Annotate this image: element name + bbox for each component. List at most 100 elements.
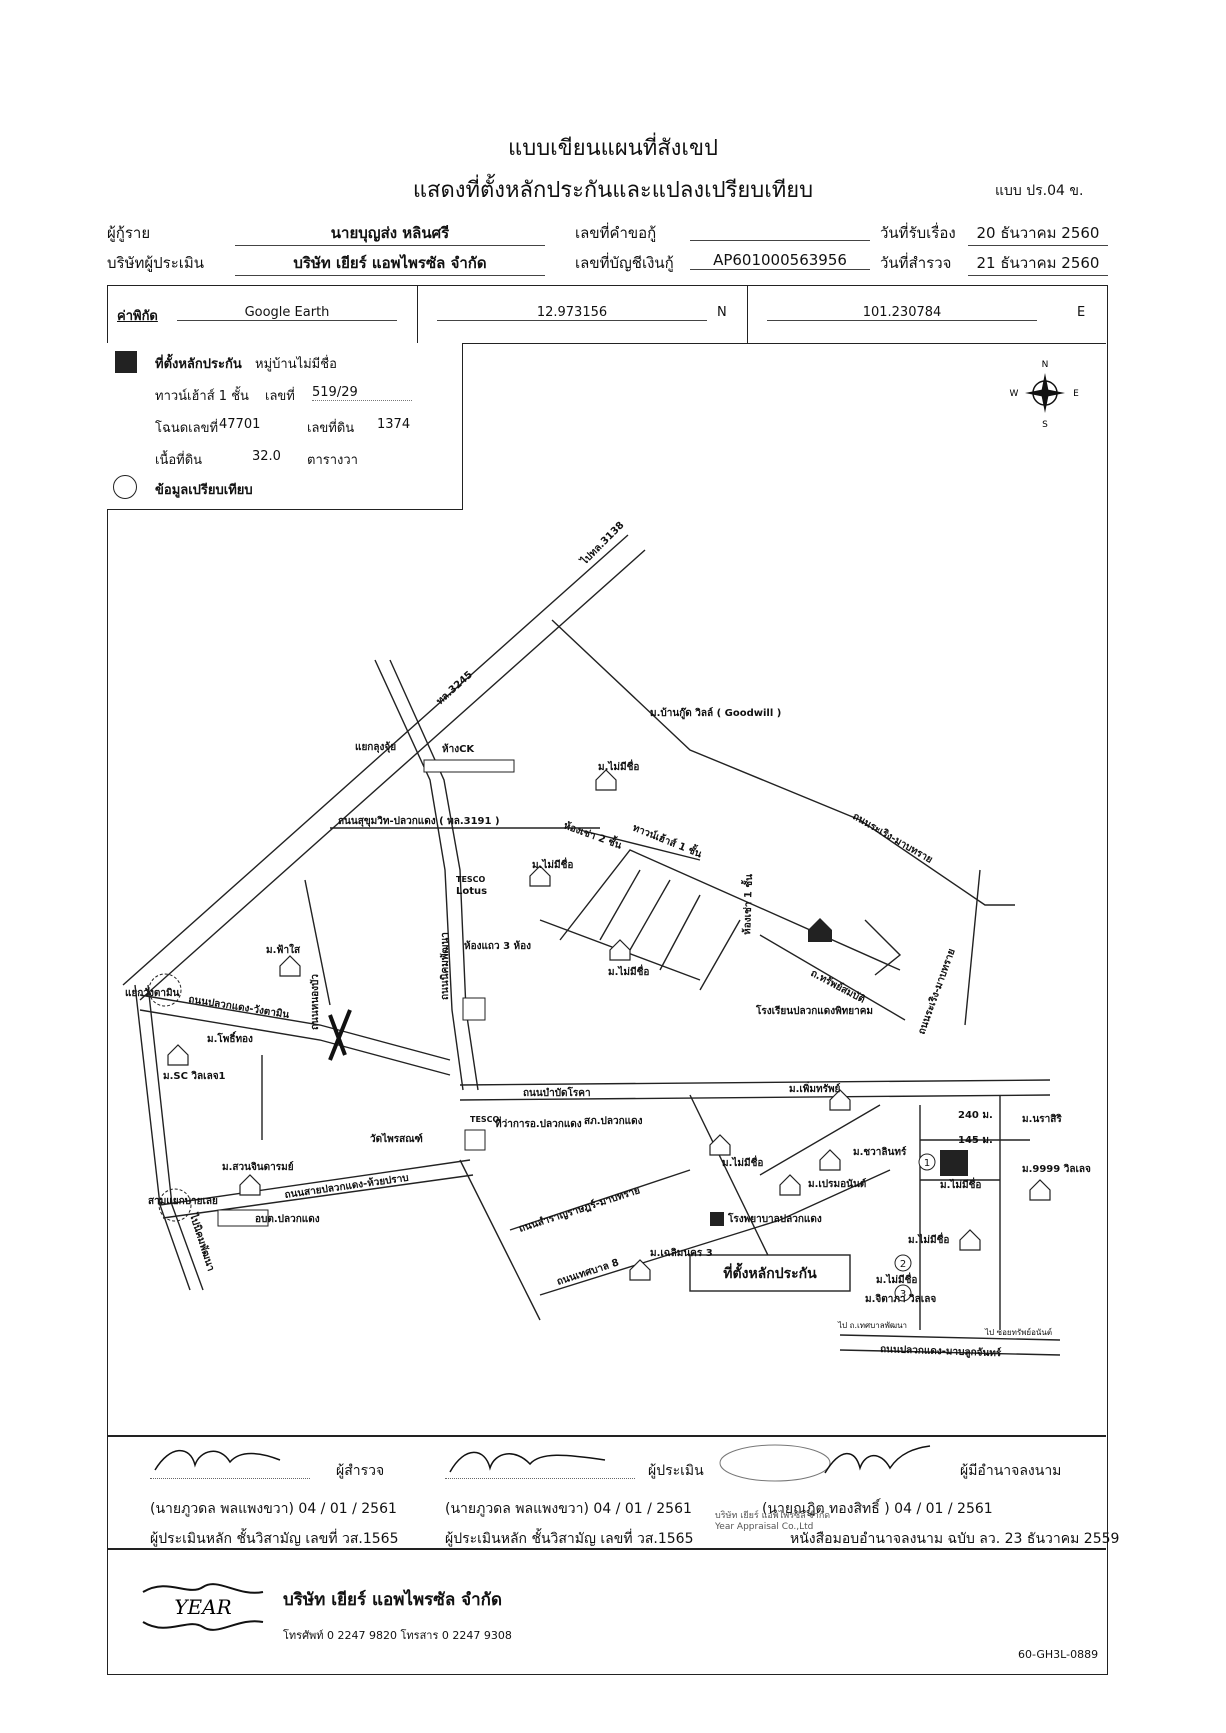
house-icon (529, 865, 551, 887)
street-block-3 (599, 869, 641, 941)
survey-date-value: 21 ธันวาคม 2560 (968, 251, 1108, 276)
road-tesaban8 (539, 1169, 891, 1296)
street-block-6 (699, 919, 741, 991)
label-mai-mee-cheu-5: ม.ไม่มีชื่อ (940, 1177, 981, 1191)
legend-box: ที่ตั้งหลักประกัน หมู่บ้านไม่มีชื่อ ทาวน… (107, 343, 463, 510)
label-goodwill: ม.บ้านกู๊ด วิลล์ ( Goodwill ) (650, 707, 781, 720)
label-lotus: Lotus (456, 886, 487, 897)
road-permsap (689, 1094, 781, 1281)
deed-label: โฉนดเลขที่ (155, 421, 219, 436)
house-icon (609, 939, 631, 961)
road-pluak-wang-edge (139, 1009, 451, 1076)
government-icon (462, 997, 486, 1021)
road-huai-prab-edge (162, 1174, 474, 1219)
compass-s: S (1042, 420, 1048, 430)
surveyor-name: (นายภูวดล พลแพงขวา) 04 / 01 / 2561 (150, 1501, 397, 1517)
area-unit: ตารางวา (307, 453, 358, 468)
loan-account-value: AP601000563956 (690, 251, 870, 270)
label-mai-mee-cheu-7: ม.ไม่มีชื่อ (876, 1272, 917, 1286)
comparison-label: ข้อมูลเปรียบเทียบ (155, 483, 253, 498)
road-3191 (374, 659, 464, 1091)
authorized-label: ผู้มีอำนาจลงนาม (960, 1463, 1062, 1479)
label-d240: 240 ม. (958, 1110, 993, 1121)
label-mai-mee-cheu-1: ม.ไม่มีชื่อ (598, 759, 639, 773)
house-icon (1029, 1179, 1051, 1201)
house-icon (279, 955, 301, 977)
label-preman: ม.เปรมอนันต์ (808, 1178, 866, 1190)
comparison-marker-1 (918, 1153, 936, 1171)
street-block-2 (579, 829, 701, 861)
house-no-label: เลขที่ (265, 389, 295, 404)
stamp-line-2: Year Appraisal Co.,Ltd (715, 1522, 814, 1532)
label-nikhom: ถนนนิคมพัฒนา (439, 932, 451, 1000)
surveyor-sign-line (150, 1478, 310, 1479)
label-sc-villa: ม.SC วิลเลจ1 (163, 1070, 226, 1082)
label-tesco: TESCO (456, 875, 486, 884)
label-townhouse-1: ทาวน์เฮ้าส์ 1 ชั้น (631, 820, 704, 861)
label-ma-rueng: ถนนระเริง-มาบทราย (851, 810, 935, 866)
collateral-callout-text: ที่ตั้งหลักประกัน (723, 1262, 817, 1282)
mall-ck-icon (423, 759, 515, 773)
document-title: แบบเขียนแผนที่สังเขป (508, 136, 718, 161)
label-mai-mee-cheu-4: ม.ไม่มีชื่อ (722, 1155, 763, 1169)
label-to-tesaban: ไป ถ.เทศบาลพัฒนา (837, 1321, 907, 1330)
latitude-cell: 12.973156 N (417, 285, 748, 343)
road-3245 (122, 534, 629, 986)
borrower-label: ผู้กู้ราย (107, 224, 151, 242)
longitude-value: 101.230784 (767, 305, 1037, 321)
compass-n: N (1042, 360, 1049, 370)
appraiser-signature (449, 1451, 606, 1473)
form-number: แบบ ปร.04 ข. (995, 183, 1084, 199)
label-to-soi: ไป ซอยทรัพย์อนันต์ (984, 1327, 1052, 1337)
logo-text: YEAR (174, 1595, 231, 1619)
label-jitapa: ม.จิตาภา วิลเลจ (865, 1293, 936, 1305)
label-rent-1: ห้องเช่า 1 ชั้น (739, 874, 755, 935)
house-icon (167, 1044, 189, 1066)
year-logo-icon: YEAR (142, 1583, 264, 1631)
street-block-5 (659, 894, 701, 971)
longitude-dir: E (1077, 305, 1086, 320)
authorized-name: (นายณฏิต ทองสิทธิ์ ) 04 / 01 / 2561 (762, 1501, 993, 1517)
label-sap-sombat: ถ.ทรัพย์สมบัติ (809, 967, 867, 1006)
obt-building-icon (217, 1209, 269, 1227)
label-road-3245: ทล.3245 (435, 669, 475, 707)
label-rent-2: ห้องเช่า 2 ชั้น (562, 818, 624, 852)
compass-e: E (1073, 389, 1079, 399)
compass-icon: N S W E (1010, 360, 1080, 430)
comparison-legend-icon (113, 475, 137, 499)
label-fa-sai: ม.ฟ้าใส (266, 943, 301, 956)
road-3245-edge (139, 549, 646, 1001)
compass-w: W (1010, 389, 1019, 399)
label-sukhumvit: ถนนสุขุมวิท-ปลวกแดง ( ทล.3191 ) (338, 815, 500, 827)
appraiser-company-label: บริษัทผู้ประเมิน (107, 254, 205, 272)
label-pho-thong: ม.โพธิ์ทอง (207, 1031, 253, 1045)
house-icon (595, 769, 617, 791)
area-label: เนื้อที่ดิน (155, 453, 203, 468)
latitude-value: 12.973156 (437, 305, 707, 321)
road-3191-edge (389, 659, 479, 1091)
house-icon (819, 1149, 841, 1171)
label-samrong: ถนนสำราญราษฎร์-มาบทราย (517, 1184, 641, 1235)
area-value: 32.0 (252, 449, 281, 464)
surveyor-signature (154, 1449, 281, 1471)
footer-contact: โทรศัพท์ 0 2247 9820 โทรสาร 0 2247 9308 (283, 1629, 512, 1642)
map-frame (107, 285, 1108, 1675)
land-no-label: เลขที่ดิน (307, 421, 355, 436)
seven-eleven-icon (464, 1129, 486, 1151)
label-mai-mee-cheu-6: ม.ไม่มีชื่อ (908, 1232, 949, 1246)
road-pluak-wang (139, 994, 451, 1061)
doc-code: 60-GH3L-0889 (1018, 1648, 1099, 1661)
house-icon (629, 1259, 651, 1281)
received-date-label: วันที่รับเรื่อง (880, 224, 956, 242)
survey-date-label: วันที่สำรวจ (880, 254, 952, 272)
company-stamp-and-signature (719, 1444, 931, 1482)
road-pluak-mab (839, 1334, 1061, 1341)
loan-account-label: เลขที่บัญชีเงินกู้ (575, 254, 674, 272)
label-wang-ta-min-jn: แยกวังตามิน (125, 987, 180, 999)
coordinate-label: ค่าพิกัด (117, 309, 158, 324)
label-chaloem: ม.เฉลิมนคร 3 (650, 1247, 713, 1259)
road-network (122, 534, 1061, 1356)
label-permsap: ม.เพิ่มทรัพย์ (789, 1081, 841, 1095)
road-left-vertical-edge (147, 984, 204, 1291)
